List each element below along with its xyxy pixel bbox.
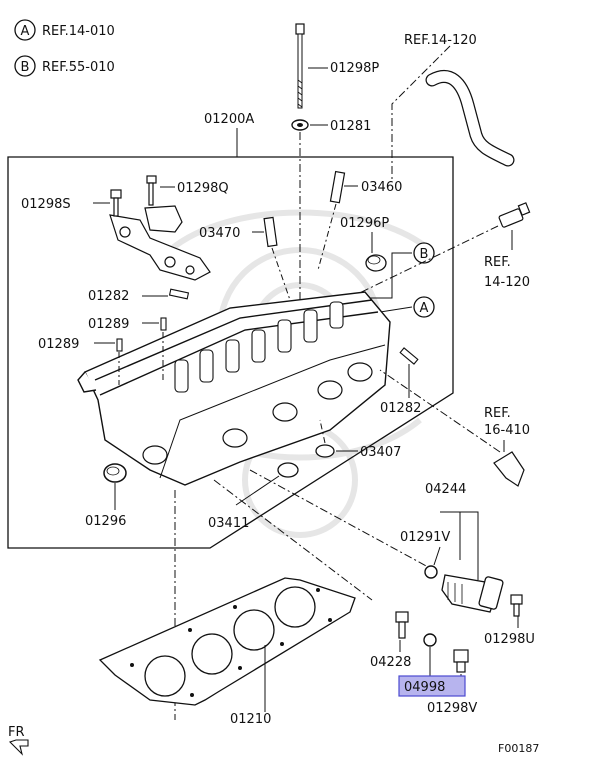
label-01282-left[interactable]: 01282 (88, 289, 129, 304)
label-ref16-410-line2[interactable]: 16-410 (484, 423, 530, 438)
pin-03460[interactable] (329, 170, 346, 204)
label-03407[interactable]: 03407 (360, 445, 401, 460)
label-01210[interactable]: 01210 (230, 712, 271, 727)
dowel-01289-b[interactable] (116, 338, 123, 352)
washer-01281[interactable] (291, 119, 309, 131)
label-04998[interactable]: 04998 (404, 680, 445, 695)
bolt-04228[interactable] (395, 611, 409, 639)
rocker-assembly[interactable] (109, 205, 211, 281)
label-03470[interactable]: 03470 (199, 226, 240, 241)
label-01298Q[interactable]: 01298Q (177, 181, 229, 196)
dowel-01289-a[interactable] (160, 317, 167, 331)
oil-control-valve-04244[interactable] (441, 574, 504, 613)
label-fr: FR (8, 725, 25, 740)
reference-legend: A REF.14-010 B REF.55-010 (14, 19, 115, 77)
label-01298S[interactable]: 01298S (21, 197, 71, 212)
reference-a-circle: A (21, 24, 30, 39)
label-ref14-120-right-line1[interactable]: REF. (484, 255, 511, 270)
front-arrow-icon (8, 739, 29, 756)
reference-b-circle: B (21, 60, 30, 75)
bolt-01298S[interactable] (110, 189, 122, 217)
callout-a[interactable]: A (413, 296, 435, 318)
label-03460[interactable]: 03460 (361, 180, 402, 195)
label-01289-b[interactable]: 01289 (38, 337, 79, 352)
cylinder-head[interactable] (77, 291, 391, 486)
label-01296[interactable]: 01296 (85, 514, 126, 529)
reference-b-text: REF.55-010 (42, 60, 115, 75)
oring-01291V[interactable] (424, 565, 438, 579)
label-01298V[interactable]: 01298V (427, 701, 477, 716)
pin-03470[interactable] (263, 216, 278, 248)
sensor-ref14-120[interactable] (498, 202, 531, 228)
oring-04998[interactable] (423, 633, 437, 647)
part-labels: 01298P 01281 01200A REF.14-120 01298Q 01… (8, 33, 539, 755)
callout-b-letter: B (420, 247, 429, 262)
plug-03407[interactable] (315, 444, 335, 458)
reference-a-text: REF.14-010 (42, 24, 115, 39)
label-ref14-120-top[interactable]: REF.14-120 (404, 33, 477, 48)
label-ref14-120-right-line2[interactable]: 14-120 (484, 275, 530, 290)
callout-a-letter: A (420, 301, 429, 316)
head-gasket-01210[interactable] (98, 577, 356, 706)
label-01291V[interactable]: 01291V (400, 530, 450, 545)
callout-b[interactable]: B (413, 242, 435, 264)
highlight-04998 (398, 675, 466, 697)
leader-ref14-120-top (391, 45, 451, 180)
bolt-01282-right[interactable] (399, 347, 419, 365)
reference-b[interactable]: B REF.55-010 (14, 55, 115, 77)
figure-code: F00187 (498, 742, 539, 755)
plug-01296P[interactable] (365, 254, 387, 272)
label-01281[interactable]: 01281 (330, 119, 371, 134)
label-ref16-410-line1[interactable]: REF. (484, 406, 511, 421)
label-01289-a[interactable]: 01289 (88, 317, 129, 332)
plug-03411[interactable] (277, 462, 299, 478)
label-01298P[interactable]: 01298P (330, 61, 379, 76)
bolt-01298Q[interactable] (146, 175, 157, 206)
label-01282-right[interactable]: 01282 (380, 401, 421, 416)
label-01298U[interactable]: 01298U (484, 632, 535, 647)
label-03411[interactable]: 03411 (208, 516, 249, 531)
assembly-bracket (7, 156, 454, 549)
bolt-01298P[interactable] (295, 23, 305, 109)
sensor-ref16-410[interactable] (493, 451, 525, 487)
label-01200A[interactable]: 01200A (204, 112, 254, 127)
label-01296P[interactable]: 01296P (340, 216, 389, 231)
bolt-01282-left[interactable] (168, 288, 190, 300)
reference-a[interactable]: A REF.14-010 (14, 19, 115, 41)
plug-01296[interactable] (103, 463, 127, 483)
label-04228[interactable]: 04228 (370, 655, 411, 670)
label-04244[interactable]: 04244 (425, 482, 466, 497)
breather-hose[interactable] (425, 70, 515, 167)
bolt-01298U[interactable] (510, 594, 523, 617)
bolt-01298V[interactable] (453, 649, 469, 673)
